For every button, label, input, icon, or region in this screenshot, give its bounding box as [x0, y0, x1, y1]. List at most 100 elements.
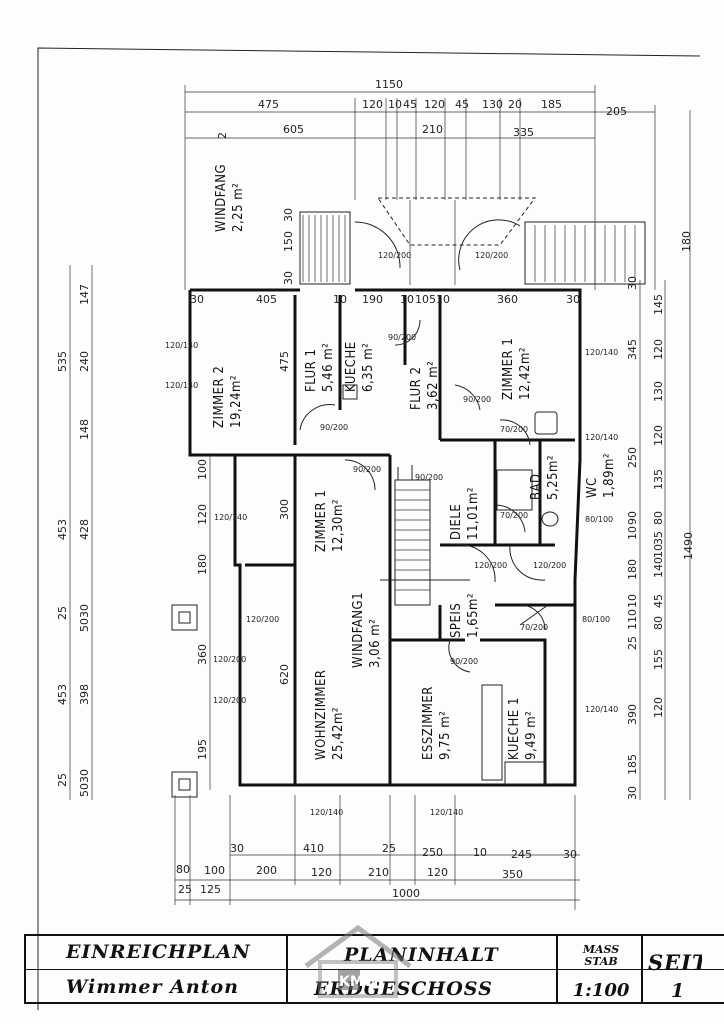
opening-label: 120/140: [585, 433, 618, 442]
kmw-logo: KMW: [304, 924, 412, 998]
room-area-speis: 1,65m²: [466, 593, 481, 638]
dim-45b: 45: [455, 98, 469, 111]
bottom-dimensions: 30 410 25 250 10 245 30 80 100 200 120 2…: [174, 795, 580, 910]
room-area-esszimmer: 9,75 m²: [438, 711, 453, 760]
dim-right-390: 390: [626, 704, 639, 725]
dim-120a: 120: [362, 98, 383, 111]
dim-30-stair: 30: [282, 208, 295, 222]
room-area-wc: 1,89m²: [602, 453, 617, 498]
dim-45a: 45: [403, 98, 417, 111]
content-label: PLANINHALT: [344, 944, 499, 966]
dim-right-135: 135: [652, 469, 665, 490]
dim-10c: 10: [400, 293, 414, 306]
opening-label: 120/140: [585, 348, 618, 357]
dim-130: 130: [482, 98, 503, 111]
dim-bottom-100: 100: [204, 864, 225, 877]
room-name-wc: WC: [585, 477, 600, 498]
opening-label: 120/140: [214, 513, 247, 522]
dim-20: 20: [508, 98, 522, 111]
room-area-zimmer2: 19,24m²: [229, 375, 244, 428]
dim-left-195: 195: [196, 739, 209, 760]
logo-text: KMW: [339, 974, 379, 990]
dim-left-180: 180: [196, 554, 209, 575]
dim-right-120a: 120: [652, 339, 665, 360]
opening-label: 120/200: [378, 251, 411, 260]
dim-right-180: 180: [626, 559, 639, 580]
dim-bottom-30a: 30: [230, 842, 244, 855]
dim-bottom-200: 200: [256, 864, 277, 877]
room-name-speis: SPEIS: [449, 603, 464, 638]
dim-bottom-125: 125: [200, 883, 221, 896]
dim-right-30b: 30: [626, 786, 639, 800]
room-name-zimmer1-mid: ZIMMER 1: [314, 490, 329, 552]
dim-left-50b: 50: [78, 783, 91, 797]
scale-value: 1:100: [572, 980, 630, 1001]
dim-right-155: 155: [652, 649, 665, 670]
door-swings: [299, 319, 549, 673]
room-name-diele: DIELE: [449, 504, 464, 540]
dim-left-147: 147: [78, 284, 91, 305]
dim-left-30b: 30: [78, 769, 91, 783]
opening-label: 120/140: [165, 341, 198, 350]
page-label: SEITE: [648, 950, 702, 975]
opening-label: 90/200: [450, 657, 478, 666]
dim-bottom-outer: 1000: [392, 887, 420, 900]
opening-label: 90/200: [415, 473, 443, 482]
dim-475-room: 475: [278, 351, 291, 372]
dim-2: 2: [216, 132, 229, 139]
top-dimensions: 1150 475 120 10 45 120 45 130 20 185 205…: [184, 78, 656, 290]
dim-right-30: 30: [626, 276, 639, 290]
sheet-border: [37, 47, 701, 1010]
dim-top-outer: 1150: [375, 78, 403, 91]
dim-right-25: 25: [626, 636, 639, 650]
dim-30-stair-b: 30: [282, 271, 295, 285]
dim-right-345: 345: [626, 339, 639, 360]
dim-left-25b: 25: [56, 773, 69, 787]
dim-right-35: 35: [652, 531, 665, 545]
dim-right-250: 250: [626, 447, 639, 468]
dim-right-120c: 120: [652, 697, 665, 718]
dim-10d: 10: [436, 293, 450, 306]
room-name-kueche: KUECHE: [344, 341, 359, 392]
dim-405: 405: [256, 293, 277, 306]
opening-label: 80/100: [585, 515, 613, 524]
dim-right-110: 110: [626, 609, 639, 630]
dim-300: 300: [278, 499, 291, 520]
dim-bottom-30b: 30: [563, 848, 577, 861]
opening-label: 120/200: [213, 696, 246, 705]
dim-bottom-410: 410: [303, 842, 324, 855]
sanitary-fixtures: [342, 384, 559, 785]
dim-left-30a: 30: [78, 604, 91, 618]
scale-label: MASS STAB: [582, 943, 620, 968]
page-number: 1: [671, 980, 685, 1002]
dim-bottom-10: 10: [473, 846, 487, 859]
dim-right-120b: 120: [652, 425, 665, 446]
dim-right-80a: 80: [652, 511, 665, 525]
dim-left-25a: 25: [56, 606, 69, 620]
dim-right-130: 130: [652, 381, 665, 402]
dim-bottom-210: 210: [368, 866, 389, 879]
dim-left-360: 360: [196, 644, 209, 665]
room-area-zimmer1-right: 12,42m²: [518, 347, 533, 400]
room-area-flur2: 3,62 m²: [426, 361, 441, 410]
dim-bottom-25: 25: [382, 842, 396, 855]
dim-right-185: 185: [626, 754, 639, 775]
dim-bottom-245: 245: [511, 848, 532, 861]
dim-335: 335: [513, 126, 534, 139]
dim-left-453b: 453: [56, 684, 69, 705]
dim-right-outer: 1490: [682, 532, 695, 560]
left-dimensions: 535 453 25 453 25 147 240 148 428 30 50 …: [56, 265, 291, 800]
dim-30b: 30: [566, 293, 580, 306]
dim-bottom-25b: 25: [178, 883, 192, 896]
right-dimensions: 1490 180 30 145 345 120 130 120 250 135 …: [626, 110, 695, 800]
room-name-kueche1: KUECHE 1: [507, 697, 522, 760]
room-area-bad: 5,25m²: [546, 455, 561, 500]
dim-right-10b: 10: [652, 544, 665, 558]
dim-right-10a: 10: [626, 526, 639, 540]
opening-label: 120/200: [474, 561, 507, 570]
dim-right-90: 90: [626, 511, 639, 525]
room-name-windfang: WINDFANG: [214, 164, 229, 232]
opening-label: 70/200: [520, 623, 548, 632]
dim-105: 105: [415, 293, 436, 306]
